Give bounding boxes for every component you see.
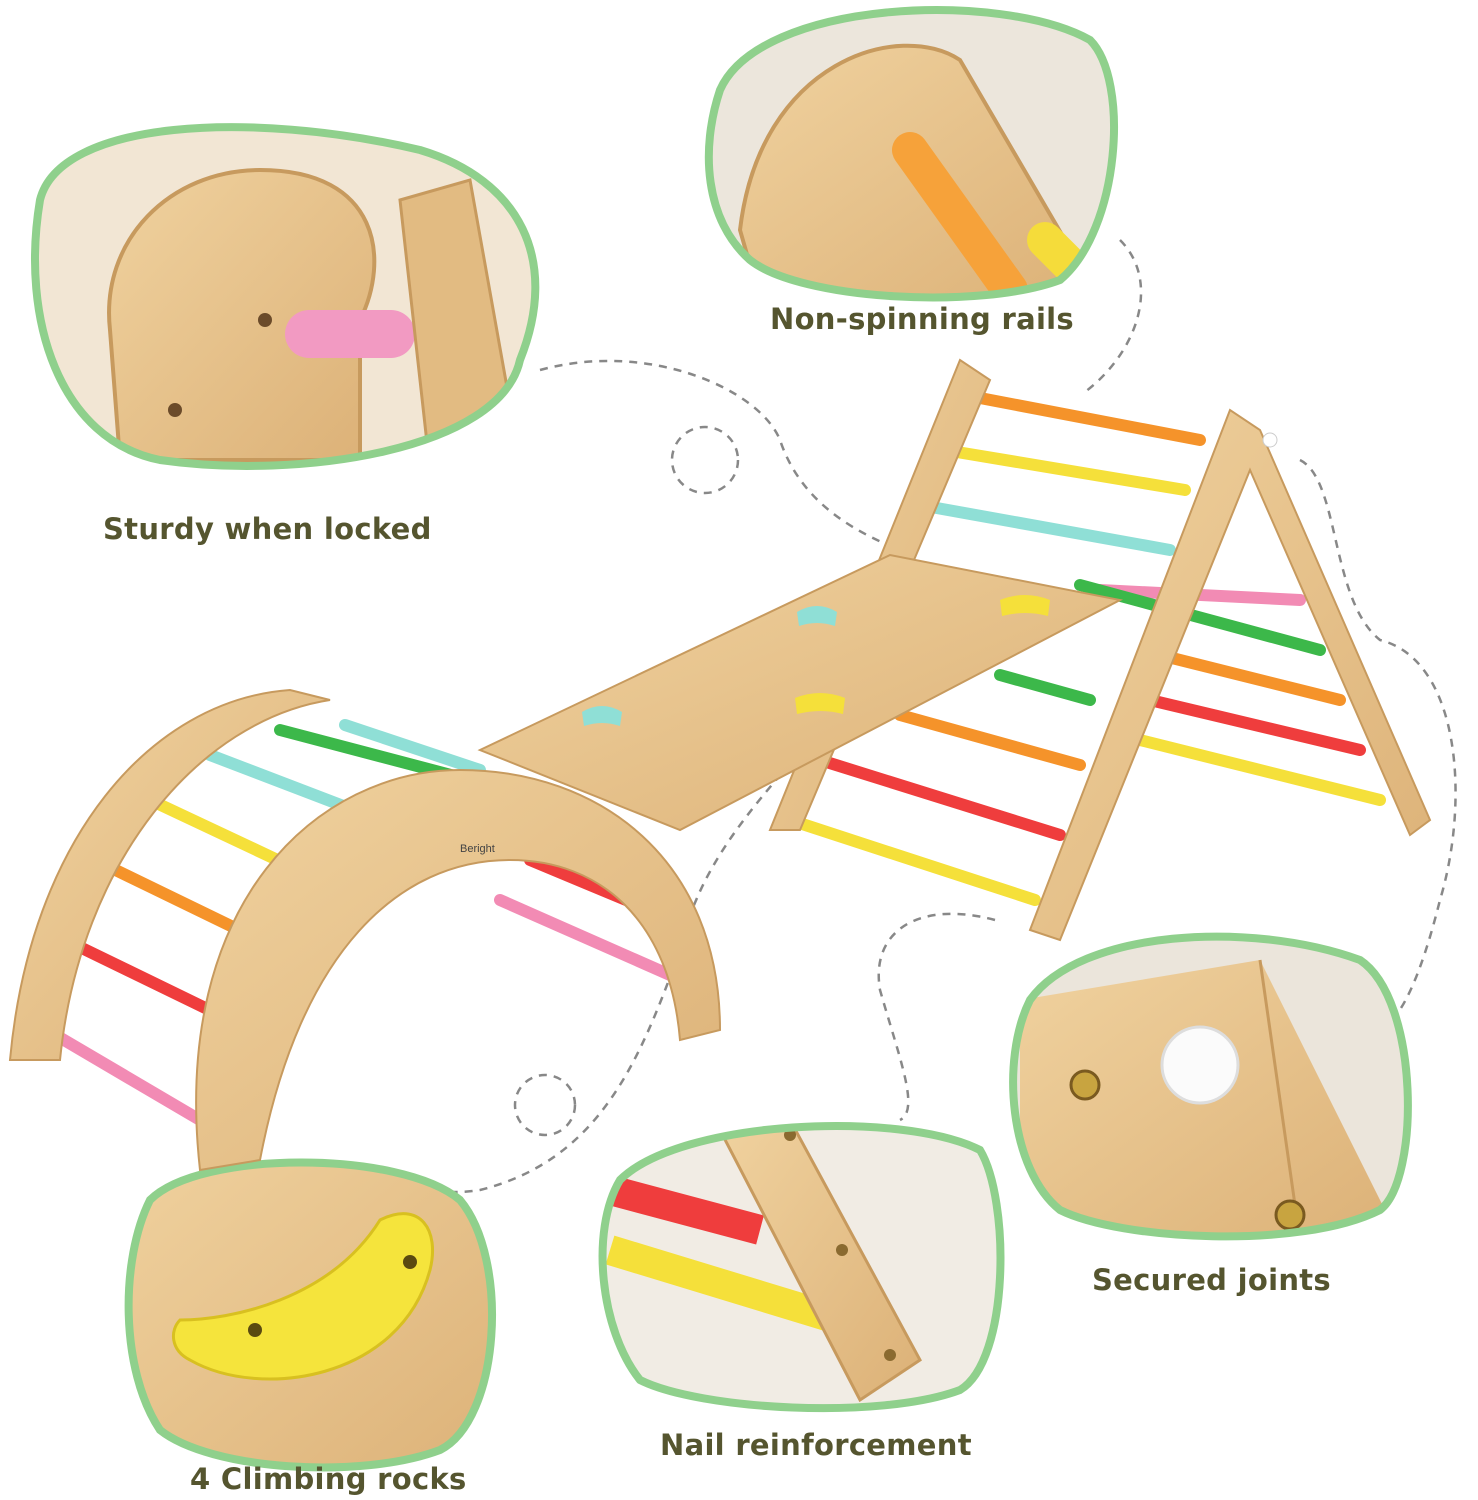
climbing-arch: Beright bbox=[8, 688, 722, 1172]
climbing-ramp bbox=[477, 553, 1123, 832]
callout-label-rocks: 4 Climbing rocks bbox=[190, 1462, 467, 1496]
callout-label-sturdy: Sturdy when locked bbox=[103, 512, 432, 546]
callout-joints-photo bbox=[1009, 932, 1412, 1241]
callout-nails-photo bbox=[598, 1122, 1005, 1413]
callout-label-joints: Secured joints bbox=[1092, 1263, 1331, 1297]
callout-rocks-photo bbox=[124, 1158, 496, 1472]
callout-label-nails: Nail reinforcement bbox=[660, 1428, 972, 1462]
brand-logo: Beright bbox=[460, 843, 495, 855]
callout-rails-photo bbox=[704, 6, 1118, 302]
callout-label-rails: Non-spinning rails bbox=[770, 302, 1074, 336]
callout-sturdy-photo bbox=[31, 123, 540, 470]
